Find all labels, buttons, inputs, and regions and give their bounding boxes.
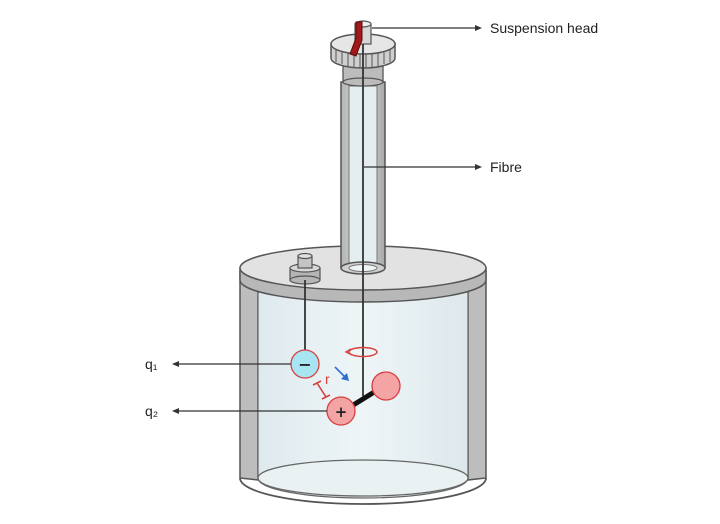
head-pin-red xyxy=(349,21,363,57)
distance-marker xyxy=(312,380,331,400)
label-suspension-head: Suspension head xyxy=(490,20,598,36)
lid-knob xyxy=(289,252,321,285)
cylinder-outer-bottom xyxy=(239,477,487,505)
label-arrow-suspension-head xyxy=(372,25,482,31)
label-arrow-fibre xyxy=(364,164,482,170)
q2-sign: + xyxy=(335,403,348,421)
cylinder-wall-left xyxy=(239,270,259,481)
counterweight-sphere xyxy=(371,371,401,401)
charge-q2: + xyxy=(326,396,356,426)
distance-label-r: r xyxy=(325,371,330,387)
label-arrow-q2 xyxy=(172,408,327,414)
label-fibre: Fibre xyxy=(490,159,522,175)
rotation-arrow-icon xyxy=(344,346,378,358)
label-arrow-q1 xyxy=(172,361,291,367)
label-q1: q₁ xyxy=(145,356,158,372)
cylinder-wall-right xyxy=(467,270,487,481)
cylinder-floor xyxy=(257,459,469,497)
q1-sign: − xyxy=(298,355,311,374)
label-q2: q₂ xyxy=(145,403,158,419)
charge-q1: − xyxy=(290,349,320,379)
force-arrow-icon xyxy=(334,366,349,381)
